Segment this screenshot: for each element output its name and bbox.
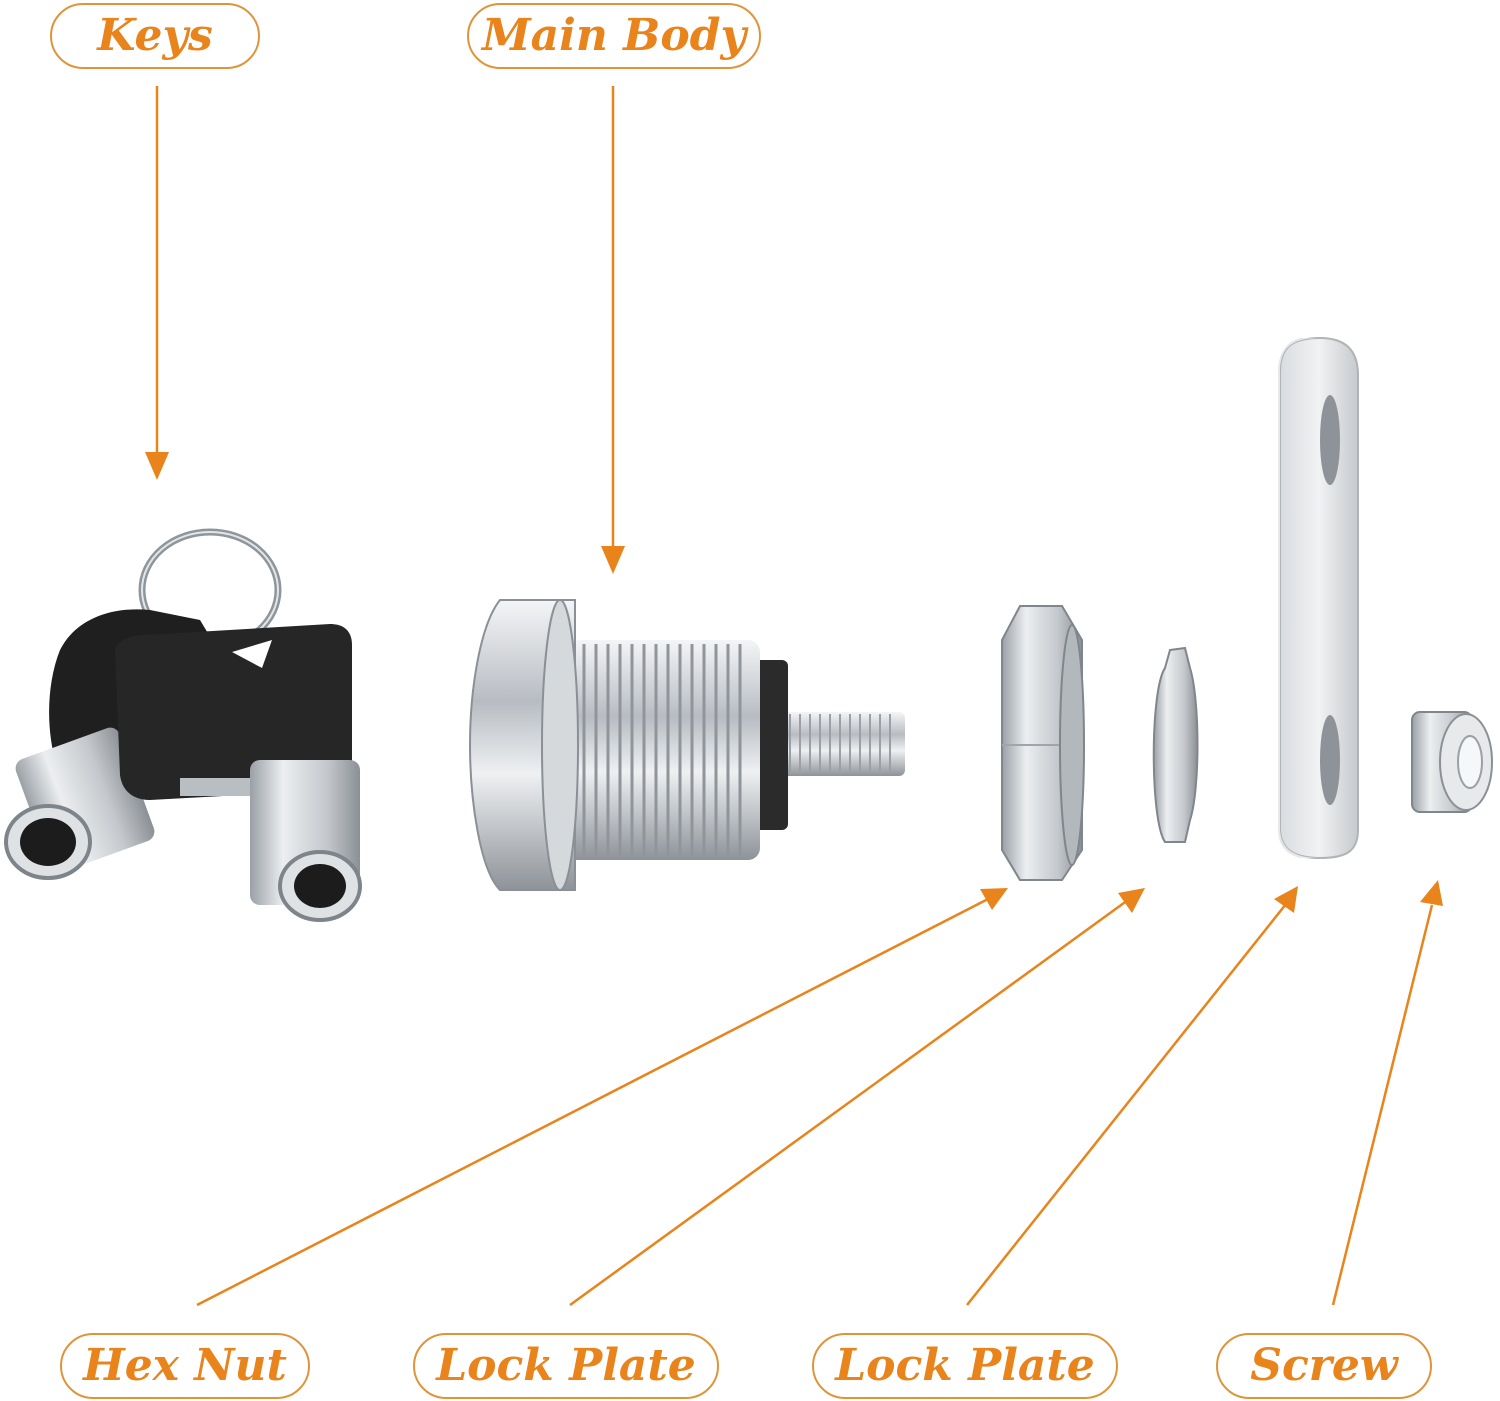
label-screw: Screw [1216,1333,1432,1399]
arrow-keys [145,86,169,480]
label-hex-nut: Hex Nut [60,1333,310,1399]
lock-plate-long-illustration [1278,336,1359,860]
arrow-screw [1331,880,1443,1306]
keys-illustration [4,528,362,922]
label-lock-plate-2: Lock Plate [812,1333,1118,1399]
arrow-hex-nut [196,888,1008,1307]
lock-plate-small-illustration [1152,646,1199,843]
main-body-illustration [468,599,905,891]
arrow-lock-plate-2 [966,886,1298,1306]
label-lock-plate-1: Lock Plate [413,1333,719,1399]
arrow-lock-plate-1 [569,888,1145,1307]
arrow-main-body [601,86,625,574]
label-keys: Keys [50,3,260,69]
label-main-body: Main Body [467,3,761,69]
screw-nut-illustration [1411,711,1493,813]
hex-nut-illustration [1001,605,1085,881]
